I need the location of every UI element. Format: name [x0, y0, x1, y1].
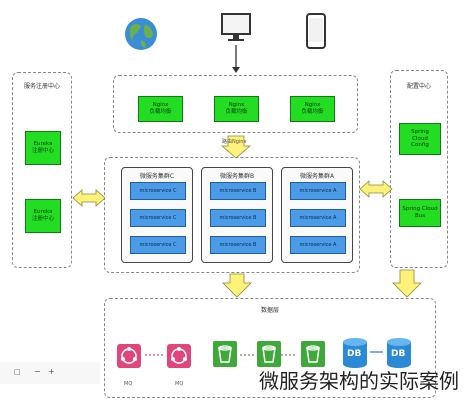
fit-page-button[interactable]: □	[14, 368, 21, 376]
gateway-box-line2: 负载均衡	[301, 109, 324, 115]
globe-icon	[123, 16, 159, 52]
gateway-box-1[interactable]: Nginx 负载均衡	[138, 96, 183, 122]
service-box[interactable]: microservice C	[130, 182, 186, 200]
zoom-in-button[interactable]: +	[48, 367, 55, 376]
mq-pink-icon	[166, 343, 192, 369]
gateway-box-2[interactable]: Nginx 负载均衡	[214, 96, 259, 122]
registry-box-line2: 注册中心	[31, 216, 54, 222]
config-box-line1: Spring	[411, 129, 429, 136]
zoom-out-button[interactable]: −	[34, 367, 41, 376]
service-group-a: 微服务集群A microservice A microservice A mic…	[281, 167, 353, 263]
data-layer-panel: 数据层	[104, 298, 436, 398]
data-layer-title: 数据层	[260, 307, 279, 314]
desktop-monitor-icon	[220, 12, 252, 44]
db-label: DB	[347, 349, 362, 359]
database-icon: DB	[341, 336, 369, 370]
mobile-phone-icon	[306, 13, 326, 49]
service-group-c: 微服务集群C microservice C microservice C mic…	[121, 167, 193, 263]
zoom-toolbar: □ − +	[0, 362, 100, 384]
service-box[interactable]: microservice C	[130, 209, 186, 227]
registry-box-2[interactable]: Eureka 注册中心	[25, 199, 61, 233]
storage-bucket-icon	[300, 340, 326, 368]
config-box-line1: Spring Cloud	[402, 206, 438, 213]
service-box[interactable]: microservice B	[210, 209, 266, 227]
mq-label: MQ	[124, 381, 133, 387]
registry-box-line1: Eureka	[33, 141, 53, 148]
service-group-title: 微服务集群A	[299, 173, 335, 180]
config-panel: 配置中心 Spring Cloud Config Spring Cloud Bu…	[390, 70, 448, 268]
service-box[interactable]: microservice B	[210, 182, 266, 200]
mq-label: MQ	[175, 381, 184, 387]
service-box[interactable]: microservice B	[210, 236, 266, 254]
db-label: DB	[391, 349, 406, 359]
storage-bucket-icon	[212, 340, 238, 368]
config-panel-title: 配置中心	[406, 83, 431, 90]
config-box-line2: Cloud	[412, 135, 428, 142]
service-box[interactable]: microservice A	[290, 209, 346, 227]
gateway-box-line1: Nginx	[152, 102, 169, 109]
config-box-2[interactable]: Spring Cloud Bus	[399, 199, 441, 227]
registry-panel: 服务注册中心 Eureka 注册中心 Eureka 注册中心	[12, 72, 72, 268]
gateway-box-line2: 负载均衡	[225, 109, 248, 115]
registry-box-line1: Eureka	[33, 209, 53, 216]
gateway-box-line2: 负载均衡	[149, 109, 172, 115]
service-box[interactable]: microservice A	[290, 182, 346, 200]
registry-box-1[interactable]: Eureka 注册中心	[25, 131, 61, 165]
config-box-line2: Bus	[414, 213, 426, 219]
service-box[interactable]: microservice A	[290, 236, 346, 254]
gateway-bridge-label: 路由Nginx	[222, 139, 247, 145]
services-panel: 微服务集群C microservice C microservice C mic…	[104, 157, 360, 273]
registry-panel-title: 服务注册中心	[23, 83, 60, 90]
service-group-b: 微服务集群B microservice B microservice B mic…	[201, 167, 273, 263]
gateway-box-line1: Nginx	[228, 102, 245, 109]
storage-bucket-icon	[256, 340, 282, 368]
service-box[interactable]: microservice C	[130, 236, 186, 254]
mq-pink-icon	[116, 343, 142, 369]
config-box-line3: Config	[411, 142, 429, 149]
gateway-panel: Nginx 负载均衡 Nginx 负载均衡 Nginx 负载均衡	[113, 75, 358, 133]
page-caption: 微服务架构的实际案例	[259, 369, 459, 393]
service-group-title: 微服务集群C	[139, 173, 175, 180]
database-icon: DB	[385, 336, 413, 370]
config-box-1[interactable]: Spring Cloud Config	[399, 123, 441, 155]
registry-box-line2: 注册中心	[31, 148, 54, 154]
service-group-title: 微服务集群B	[219, 173, 255, 180]
gateway-box-line1: Nginx	[304, 102, 321, 109]
gateway-box-3[interactable]: Nginx 负载均衡	[290, 96, 335, 122]
